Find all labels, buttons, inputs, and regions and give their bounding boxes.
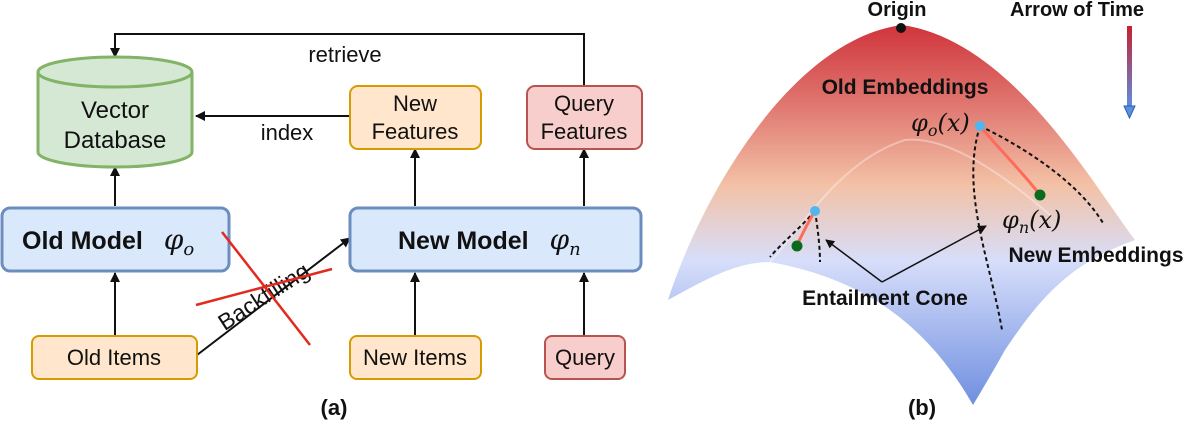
new-items-box: New Items xyxy=(349,335,482,380)
phi-n-label: φn(x) xyxy=(1002,206,1061,237)
new-items-label: New Items xyxy=(363,345,467,370)
panel-b: Origin Arrow of Time Old Embeddings φo(x… xyxy=(668,0,1184,420)
cross-line-1 xyxy=(221,231,311,346)
old-embedding-point-left xyxy=(810,206,820,216)
cross-line-2 xyxy=(195,267,333,307)
new-model-box: New Model φn xyxy=(348,206,643,273)
caption-b: (b) xyxy=(908,395,936,420)
query-features-line1: Query xyxy=(554,91,614,116)
new-embedding-point-left xyxy=(791,240,803,252)
new-features-line1: New xyxy=(393,91,437,116)
origin-label: Origin xyxy=(868,0,927,21)
surface-fold xyxy=(769,138,1051,263)
query-label: Query xyxy=(555,345,615,370)
vector-database: Vector Database xyxy=(36,55,194,169)
query-features-line2: Features xyxy=(541,119,628,144)
caption-a: (a) xyxy=(321,395,348,420)
vector-database-line1: Vector xyxy=(81,97,149,124)
old-items-box: Old Items xyxy=(31,335,198,380)
panel-a: retrieve index Vector Database New Featu… xyxy=(0,33,643,420)
query-features-box: Query Features xyxy=(526,85,643,150)
cone-pointer-left xyxy=(825,239,883,283)
old-model-label: Old Model φo xyxy=(22,223,194,260)
new-features-line2: Features xyxy=(372,119,459,144)
cone-pointer-right xyxy=(881,225,987,283)
new-embedding-point-right xyxy=(1034,189,1046,201)
retrieve-arrow xyxy=(110,33,585,86)
retrieve-label: retrieve xyxy=(308,42,381,67)
old-model-box: Old Model φo xyxy=(0,206,231,273)
vector-database-line2: Database xyxy=(64,127,167,154)
old-embeddings-label: Old Embeddings xyxy=(822,76,989,99)
hyperbolic-surface xyxy=(668,25,1135,405)
entailment-cone-left xyxy=(769,206,821,263)
arrow-of-time-label: Arrow of Time xyxy=(1010,0,1144,21)
query-box: Query xyxy=(544,335,626,380)
new-model-label: New Model φn xyxy=(398,223,581,260)
new-features-box: New Features xyxy=(349,85,482,150)
origin-point xyxy=(896,23,906,33)
new-embeddings-label: New Embeddings xyxy=(1008,244,1183,267)
index-label: index xyxy=(261,120,314,145)
old-embedding-point-right xyxy=(975,121,985,131)
old-items-label: Old Items xyxy=(67,345,161,370)
time-arrow xyxy=(1123,26,1136,120)
phi-o-label: φo(x) xyxy=(911,109,970,140)
entailment-cone-label: Entailment Cone xyxy=(802,287,968,310)
